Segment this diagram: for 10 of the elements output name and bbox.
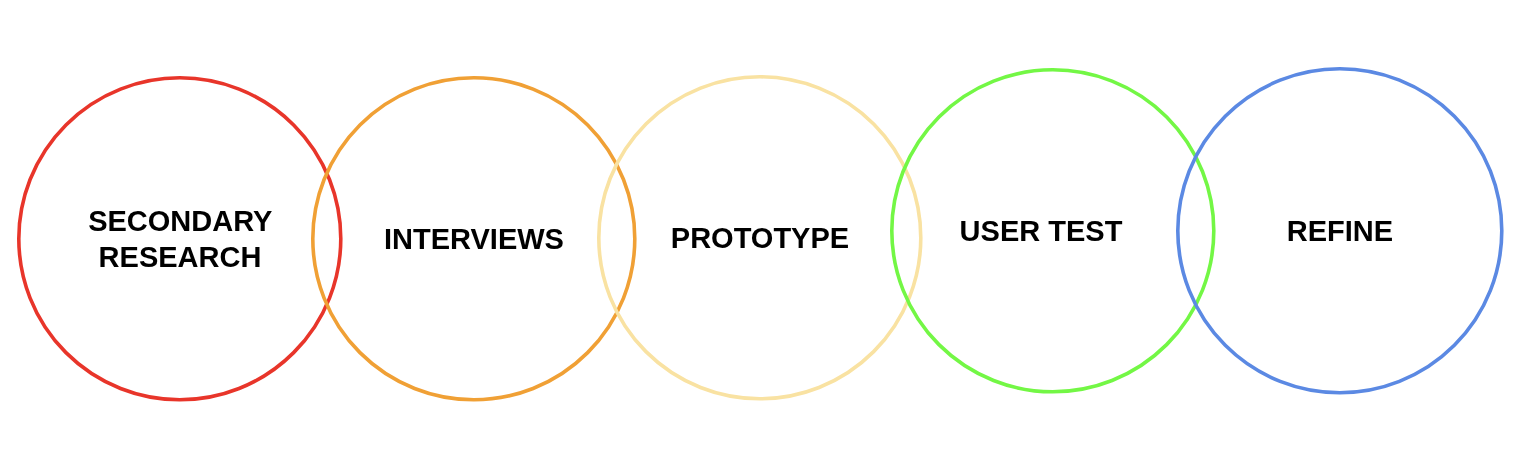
stage-label: REFINE [1286,214,1394,249]
stage-label: USER TEST [959,214,1123,249]
stage-circle [17,76,343,402]
stage-label: PROTOTYPE [670,221,850,256]
stage-label: SECONDARY RESEARCH [88,204,272,275]
stage-circle [597,75,923,401]
stage-circle [890,68,1216,394]
stage-circle [311,76,637,402]
stage-label: INTERVIEWS [384,222,564,257]
stage-circle [1176,67,1504,395]
